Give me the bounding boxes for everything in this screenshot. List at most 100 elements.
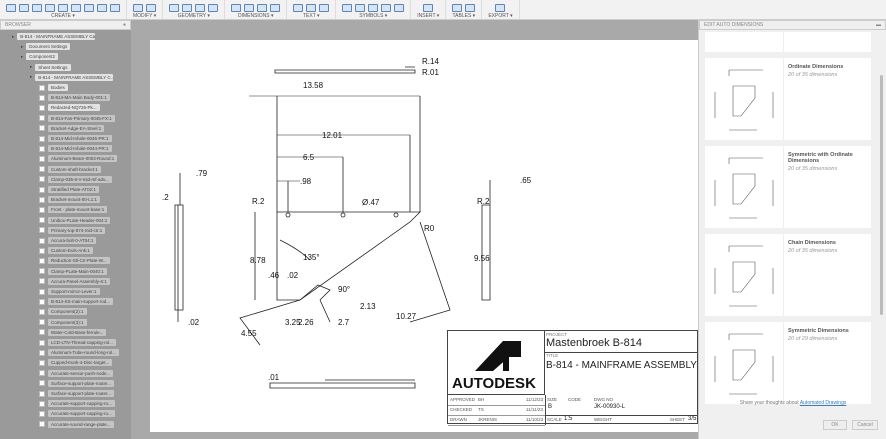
expand-arrow-icon[interactable]: ▸ — [12, 33, 15, 39]
visibility-checkbox[interactable] — [39, 339, 45, 346]
tool-icon[interactable] — [244, 4, 255, 12]
expand-arrow-icon[interactable]: ▸ — [21, 53, 24, 59]
visibility-checkbox[interactable] — [39, 410, 45, 417]
ribbon-group[interactable]: GEOMETRY ▾ — [163, 0, 226, 19]
ribbon-group[interactable]: DIMENSIONS ▾ — [225, 0, 288, 19]
visibility-checkbox[interactable] — [39, 278, 45, 285]
browser-tree-item[interactable]: Primary-top-874-mid-ctr:1 — [39, 226, 106, 235]
browser-tree-item[interactable]: LCD-LTN-Thread-capping-rol... — [39, 338, 116, 347]
visibility-checkbox[interactable] — [39, 237, 45, 244]
tool-icon[interactable] — [6, 4, 16, 12]
browser-tree-item[interactable]: ▸Sheet Settings — [30, 63, 71, 72]
visibility-checkbox[interactable] — [39, 400, 45, 407]
tool-icon[interactable] — [319, 4, 330, 12]
tool-icon[interactable] — [195, 4, 206, 12]
tool-icon[interactable] — [58, 4, 68, 12]
ribbon-group[interactable]: EXPORT ▾ — [482, 0, 520, 19]
visibility-checkbox[interactable] — [39, 390, 45, 397]
browser-tree-item[interactable]: Aluminum-Tube-round-long-rol... — [39, 348, 119, 357]
visibility-checkbox[interactable] — [39, 206, 45, 213]
browser-tree-item[interactable]: Redacted-NQ726-Pk... — [39, 103, 100, 112]
browser-tree-item[interactable]: ▸Document Settings — [21, 42, 71, 51]
browser-tree-item[interactable]: Custom-shaft-bracket:1 — [39, 165, 101, 174]
visibility-checkbox[interactable] — [39, 288, 45, 295]
tool-icon[interactable] — [45, 4, 55, 12]
tool-icon[interactable] — [452, 4, 463, 12]
card-partial[interactable] — [705, 32, 871, 52]
tool-icon[interactable] — [84, 4, 94, 12]
dimension-label[interactable]: 4.55 — [241, 329, 257, 338]
ribbon-group[interactable]: TEXT ▾ — [287, 0, 337, 19]
visibility-checkbox[interactable] — [39, 145, 45, 152]
tool-icon[interactable] — [169, 4, 180, 12]
panel-scrollbar[interactable] — [880, 75, 883, 315]
ribbon-group[interactable]: SYMBOLS ▾ — [336, 0, 412, 19]
dimension-label[interactable]: .01 — [268, 373, 280, 382]
browser-tree-item[interactable]: Accurate-sound-range-plate... — [39, 420, 114, 429]
visibility-checkbox[interactable] — [39, 257, 45, 264]
browser-tree-item[interactable]: Stratified Plate-AT02:1 — [39, 185, 99, 194]
expand-arrow-icon[interactable]: ▸ — [30, 64, 33, 70]
browser-tree-item[interactable]: B-814-Fan-Primary-0045-FX:1 — [39, 114, 115, 123]
browser-tree-item[interactable]: Accurate-support-capping-ro... — [39, 409, 115, 418]
visibility-checkbox[interactable] — [39, 186, 45, 193]
dimension-label[interactable]: R0 — [424, 224, 435, 233]
collapse-icon[interactable]: ▬ — [876, 22, 881, 28]
automated-drawings-link[interactable]: Automated Drawings — [799, 400, 847, 406]
browser-tree-item[interactable]: Reduction-Stl-Ctr-Plate-W... — [39, 256, 110, 265]
browser-tree-item[interactable]: B-814-MA-Main Body-001:1 — [39, 93, 110, 102]
visibility-checkbox[interactable] — [39, 94, 45, 101]
tool-icon[interactable] — [110, 4, 120, 12]
tool-icon[interactable] — [394, 4, 405, 12]
browser-tree-item[interactable]: Component(2):1 — [39, 307, 87, 316]
visibility-checkbox[interactable] — [39, 84, 45, 91]
visibility-checkbox[interactable] — [39, 135, 45, 142]
browser-tree-item[interactable]: Support-mirror-Lever:1 — [39, 287, 100, 296]
expand-arrow-icon[interactable]: ▸ — [30, 74, 33, 80]
visibility-checkbox[interactable] — [39, 247, 45, 254]
browser-tree-item[interactable]: Water-Cold-Base-ferrule... — [39, 328, 107, 337]
dimension-label[interactable]: 2.13 — [360, 302, 376, 311]
browser-tree-item[interactable]: ▸B-814 - MAINFRAME ASSEMBLY C... — [30, 73, 114, 82]
visibility-checkbox[interactable] — [39, 421, 45, 428]
visibility-checkbox[interactable] — [39, 298, 45, 305]
tool-icon[interactable] — [368, 4, 379, 12]
visibility-checkbox[interactable] — [39, 227, 45, 234]
visibility-checkbox[interactable] — [39, 166, 45, 173]
ribbon-group-label[interactable]: SYMBOLS ▾ — [359, 13, 388, 19]
visibility-checkbox[interactable] — [39, 176, 45, 183]
dimension-label[interactable]: 2.7 — [338, 318, 350, 327]
tool-icon[interactable] — [342, 4, 353, 12]
browser-tree-item[interactable]: B-814-SS-main-support-rod... — [39, 297, 114, 306]
dimension-label[interactable]: .65 — [520, 176, 532, 185]
tool-icon[interactable] — [208, 4, 219, 12]
browser-tree-item[interactable]: Surface-support-plate-router... — [39, 379, 115, 388]
tool-icon[interactable] — [355, 4, 366, 12]
dimension-label[interactable]: 2.26 — [298, 318, 314, 327]
ribbon-group-label[interactable]: TABLES ▾ — [452, 13, 476, 19]
dimension-label[interactable]: R.01 — [422, 68, 439, 77]
tool-icon[interactable] — [293, 4, 304, 12]
dimension-label[interactable]: 12.01 — [322, 131, 343, 140]
dimension-label[interactable]: 6.5 — [303, 153, 315, 162]
browser-tree-item[interactable]: Bracket-Adge-EA-Steel:1 — [39, 124, 105, 133]
visibility-checkbox[interactable] — [39, 104, 45, 111]
browser-tree-item[interactable]: B-814-Mid-Inhale-0045-PR:1 — [39, 134, 112, 143]
expand-arrow-icon[interactable]: ▸ — [21, 43, 24, 49]
dimension-label[interactable]: .02 — [287, 271, 299, 280]
tool-icon[interactable] — [182, 4, 193, 12]
browser-tree-item[interactable]: Accurate-support-capping-ro... — [39, 399, 115, 408]
browser-tree-item[interactable]: Front - plate-mount-base:1 — [39, 205, 108, 214]
ribbon-group-label[interactable]: TEXT ▾ — [302, 13, 320, 19]
dimension-label[interactable]: 13.58 — [303, 81, 324, 90]
visibility-checkbox[interactable] — [39, 217, 45, 224]
browser-tree-item[interactable]: Cupped-trunk-4-Disc-target... — [39, 358, 113, 367]
ribbon-group[interactable]: MODIFY ▾ — [127, 0, 164, 19]
ribbon-group-label[interactable]: INSERT ▾ — [417, 13, 440, 19]
visibility-checkbox[interactable] — [39, 196, 45, 203]
tool-icon[interactable] — [381, 4, 392, 12]
dimension-label[interactable]: .46 — [268, 271, 280, 280]
